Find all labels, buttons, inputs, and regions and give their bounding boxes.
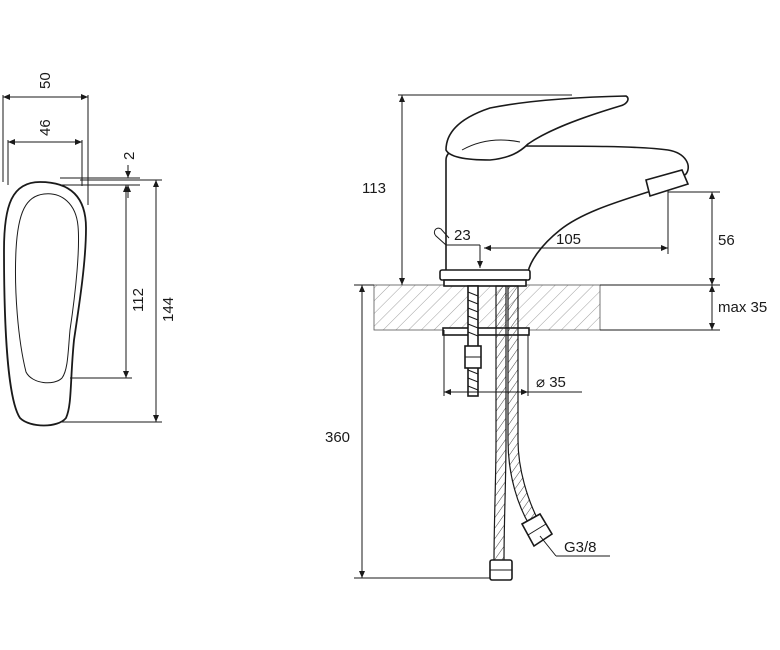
faucet-lever — [445, 95, 629, 161]
dim-height-112: 112 — [130, 288, 147, 312]
dim-width-46: 46 — [37, 119, 54, 136]
dim-height-113: 113 — [362, 180, 386, 197]
dim-spout-56: 56 — [718, 232, 735, 249]
faucet-base — [439, 269, 531, 281]
dim-hose-360: 360 — [325, 429, 350, 446]
faucet-body — [445, 145, 690, 273]
handle-side-outline — [3, 181, 87, 427]
dim-hole-diameter: ⌀ 35 — [536, 374, 566, 391]
dim-height-144: 144 — [160, 297, 177, 322]
spout-aerator — [645, 169, 690, 198]
popup-lever — [433, 227, 450, 246]
dim-deck-max35: max 35 — [718, 299, 767, 316]
front-view: 113 23 105 56 max 35 ⌀ 35 360 G3/8 — [325, 94, 767, 581]
dim-width-50: 50 — [37, 72, 54, 89]
side-view: 50 46 2 112 144 — [2, 72, 177, 427]
dim-gap-2: 2 — [121, 152, 138, 160]
countertop-section — [373, 284, 601, 331]
lever-cap — [461, 139, 521, 151]
handle-side-inner — [14, 193, 80, 384]
threaded-rod — [467, 285, 479, 397]
dim-reach-105: 105 — [556, 231, 581, 248]
mounting-plate — [442, 327, 530, 336]
dim-pivot-23: 23 — [454, 227, 471, 244]
supply-hose-left — [493, 285, 507, 563]
dim-thread-g38: G3/8 — [564, 539, 597, 556]
